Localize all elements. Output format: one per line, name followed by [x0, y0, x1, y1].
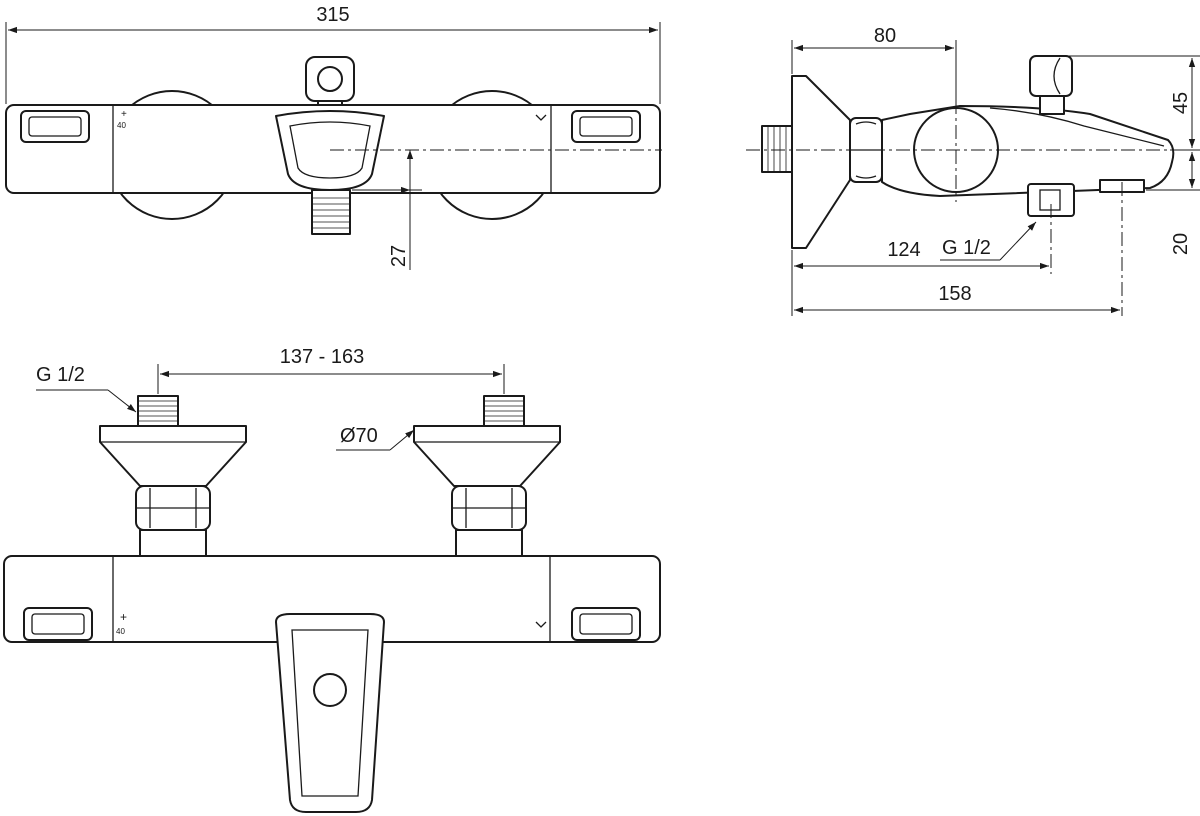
top-view-holder-hole	[317, 66, 343, 92]
spout-above-axis-label: 45	[1170, 92, 1192, 114]
front-view-left-rosette	[99, 425, 247, 487]
top-view-right-grip-inner	[579, 116, 633, 137]
top-view-left-grip	[20, 110, 90, 143]
top-view-right-grip	[571, 110, 641, 143]
front-view-diverter-button	[313, 673, 347, 707]
wall-projection-label: 80	[874, 25, 896, 47]
inlet-thread-label: G 1/2	[36, 364, 85, 386]
front-view: + 40 137 - 163 G 1/2 Ø70	[3, 346, 661, 813]
side-view-wall-thread	[761, 125, 793, 173]
top-view-outlet-thread	[311, 189, 351, 235]
overall-width-label: 315	[316, 4, 349, 26]
front-view-spout	[275, 613, 385, 813]
front-view-plus-mark: +	[120, 610, 127, 624]
top-view: + 40 315 27	[5, 4, 662, 270]
front-view-left-grip	[23, 607, 93, 641]
rosette-diameter-leader	[389, 429, 415, 451]
top-view-temp-stop-mark: 40	[117, 121, 126, 130]
top-view-diverter-inner	[289, 121, 371, 179]
front-view-temp-stop-mark: 40	[116, 627, 125, 636]
side-view-holder-head	[1029, 55, 1073, 97]
top-view-plus-mark: +	[121, 109, 127, 120]
side-view: 80 45 20 G 1/2 124 158	[746, 25, 1200, 316]
spout-distance-label: 158	[938, 283, 971, 305]
outlet-height-label: 27	[388, 245, 410, 267]
front-view-right-rosette	[413, 425, 561, 487]
rosette-diameter-label: Ø70	[340, 425, 378, 447]
side-outlet-thread-label: G 1/2	[942, 237, 991, 259]
top-view-left-grip-inner	[28, 116, 82, 137]
outlet-distance-label: 124	[887, 239, 920, 261]
connection-spacing-label: 137 - 163	[280, 346, 365, 368]
top-view-chevron-mark	[535, 114, 547, 121]
inlet-thread-leader	[107, 389, 137, 413]
front-view-chevron-mark	[535, 621, 547, 628]
side-view-rosette	[791, 75, 851, 249]
front-view-right-grip	[571, 607, 641, 641]
side-outlet-thread-leader	[999, 221, 1037, 261]
spout-below-axis-label: 20	[1170, 233, 1192, 255]
top-view-diverter	[275, 110, 385, 191]
